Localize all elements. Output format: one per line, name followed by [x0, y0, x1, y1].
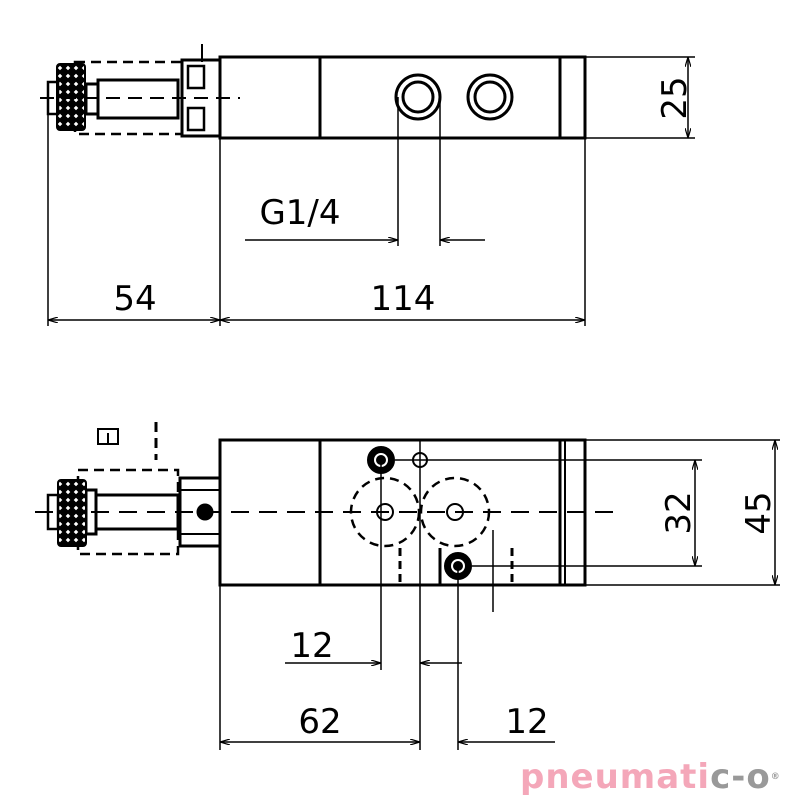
port-g14 — [394, 73, 514, 121]
dim-12-lower: 12 — [505, 702, 548, 742]
dim-12-upper: 12 — [290, 626, 333, 666]
solenoid — [46, 422, 222, 556]
dim-54: 54 — [113, 279, 156, 319]
dim-45: 45 — [739, 491, 779, 534]
bottom-view: 45 32 12 62 12 — [35, 422, 780, 750]
top-view: 25 54 114 G1/4 — [40, 44, 695, 326]
dim-114: 114 — [371, 279, 436, 319]
pneumatico-logo: pneumatic-o® — [520, 757, 781, 797]
dim-g14: G1/4 — [259, 193, 340, 233]
dim-32: 32 — [659, 491, 699, 534]
solenoid — [40, 44, 240, 138]
dim-62: 62 — [298, 702, 341, 742]
dim-height-25: 25 — [655, 76, 695, 119]
